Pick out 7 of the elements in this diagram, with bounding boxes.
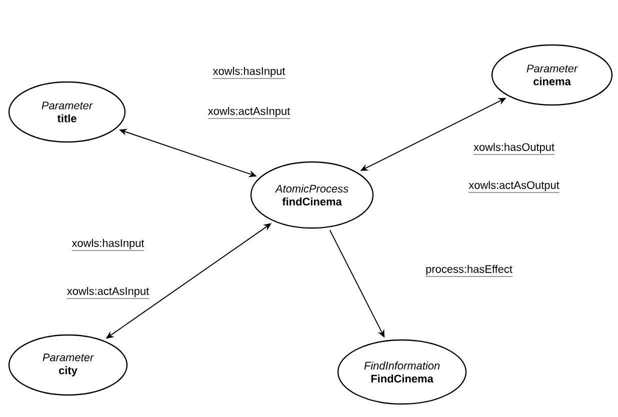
property-label: xowls:hasOutput (473, 142, 555, 155)
property-label: xowls:actAsInput (208, 106, 290, 119)
property-label: process:hasEffect (425, 264, 513, 277)
property-label: xowls:hasInput (72, 238, 144, 251)
property-label: xowls:hasInput (212, 66, 286, 79)
property-label: xowls:actAsOutput (468, 180, 560, 193)
property-label: xowls:actAsInput (66, 286, 150, 299)
